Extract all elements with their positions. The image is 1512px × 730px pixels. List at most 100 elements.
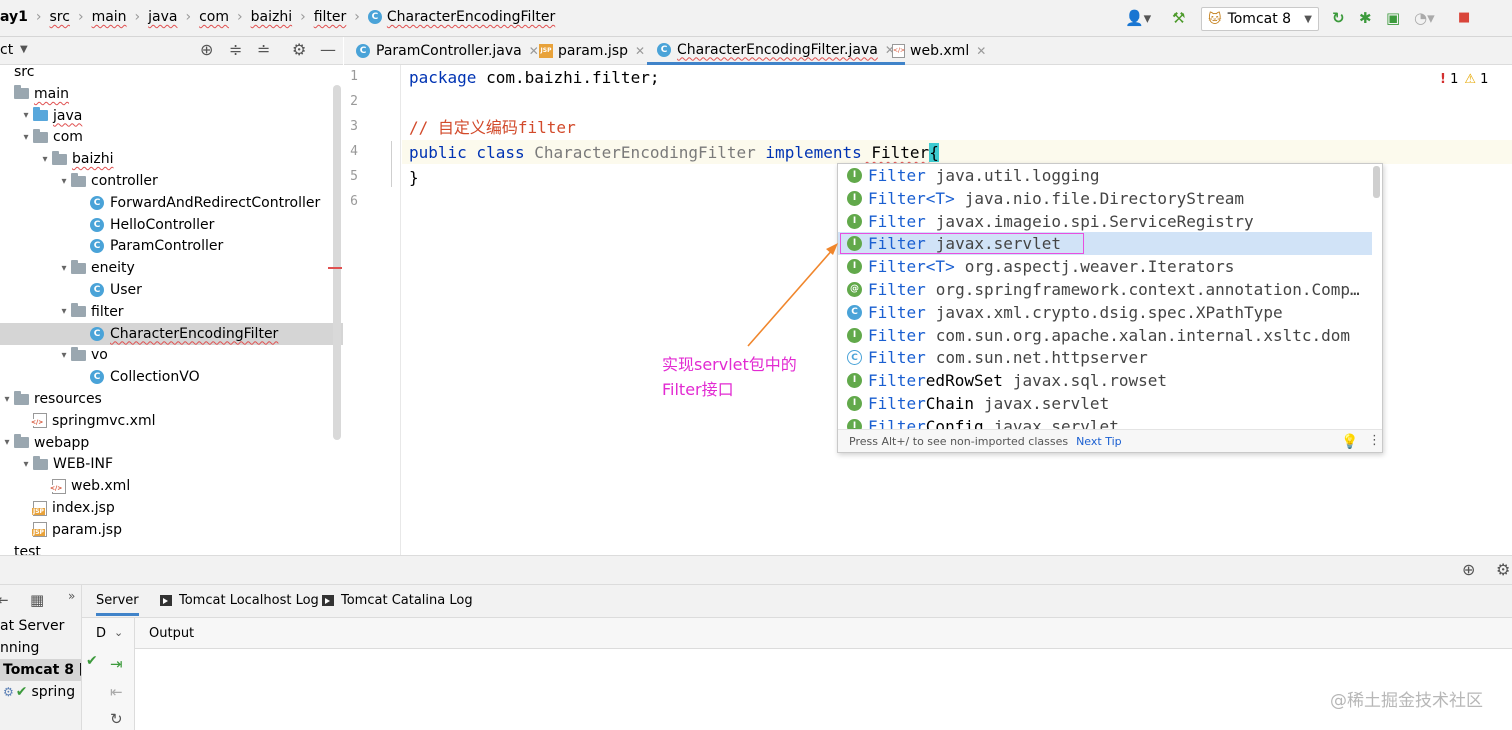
breadcrumb-filter[interactable]: filter xyxy=(313,9,347,25)
lightbulb-icon[interactable]: 💡 xyxy=(1341,434,1359,450)
collapse-icon[interactable]: ⇤ xyxy=(0,591,9,609)
group-by-icon[interactable]: ▦ xyxy=(30,591,45,609)
tab-server[interactable]: Server xyxy=(96,593,139,616)
refresh-icon[interactable]: ↻ xyxy=(110,710,123,728)
tree-item[interactable]: param.jsp xyxy=(0,519,330,541)
breadcrumb-class[interactable]: CharacterEncodingFilter xyxy=(386,9,556,25)
tree-item[interactable]: ▾WEB-INF xyxy=(0,453,330,475)
tree-item[interactable]: test xyxy=(0,541,330,555)
locate-icon[interactable]: ⊕ xyxy=(200,40,214,59)
tree-item[interactable]: ▾eneity xyxy=(0,257,330,279)
close-icon[interactable]: ✕ xyxy=(634,44,646,58)
undeploy-icon[interactable]: ⇤ xyxy=(110,683,123,701)
close-icon[interactable]: ✕ xyxy=(976,44,987,58)
run-configuration-selector[interactable]: 🐱 Tomcat 8 ▼ xyxy=(1201,7,1319,31)
chevron-down-icon[interactable]: ⌄ xyxy=(114,626,124,639)
locate-icon[interactable]: ⊕ xyxy=(1462,560,1476,579)
breadcrumb-java[interactable]: java xyxy=(148,9,178,25)
chevron-down-icon[interactable]: ▾ xyxy=(23,131,29,143)
close-icon[interactable]: ✕ xyxy=(528,44,539,58)
chevron-down-icon[interactable]: ▾ xyxy=(61,349,67,361)
services-item-server[interactable]: at Server xyxy=(0,615,64,637)
tab-tomcat-catalina-log[interactable]: Tomcat Catalina Log xyxy=(322,593,473,608)
breadcrumb-com[interactable]: com xyxy=(199,9,230,25)
tab-character-encoding-filter[interactable]: C CharacterEncodingFilter.java ✕ xyxy=(647,37,905,65)
breadcrumb-project[interactable]: ay1 xyxy=(0,9,28,25)
build-hammer-icon[interactable]: ⚒ xyxy=(1172,9,1186,27)
expand-all-icon[interactable]: ≑ xyxy=(229,40,243,59)
tab-web-xml[interactable]: </> web.xml ✕ xyxy=(892,37,986,65)
next-tip-link[interactable]: Next Tip xyxy=(1076,435,1122,448)
project-scrollbar[interactable] xyxy=(333,85,341,440)
stop-icon[interactable]: ■ xyxy=(1458,10,1471,25)
tree-item[interactable]: ▾resources xyxy=(0,388,330,410)
tree-item[interactable]: ▾com xyxy=(0,126,330,148)
more-options-icon[interactable]: ⋮ xyxy=(1368,433,1381,448)
chevron-down-icon[interactable]: ▾ xyxy=(4,393,10,405)
chevron-down-icon[interactable]: ▾ xyxy=(23,458,29,470)
chevron-down-icon[interactable]: ▾ xyxy=(61,306,67,318)
chevron-down-icon[interactable]: ▾ xyxy=(61,262,67,274)
chevron-down-icon[interactable]: ▾ xyxy=(4,437,10,449)
tree-item[interactable]: ▾filter xyxy=(0,301,330,323)
tree-item[interactable]: index.jsp xyxy=(0,497,330,519)
tree-item[interactable]: ▾java xyxy=(0,105,330,127)
more-icon[interactable]: » xyxy=(68,589,76,603)
services-item-tomcat[interactable]: Tomcat 8 [lo xyxy=(0,659,81,681)
breadcrumb-src[interactable]: src xyxy=(49,9,70,25)
profile-icon[interactable]: ◔▾ xyxy=(1414,9,1435,27)
tree-item[interactable]: ▾vo xyxy=(0,344,330,366)
close-icon[interactable]: ✕ xyxy=(884,42,895,57)
tab-tomcat-localhost-log[interactable]: Tomcat Localhost Log xyxy=(160,593,319,608)
project-panel-title[interactable]: ct xyxy=(0,42,14,58)
services-item-running[interactable]: nning xyxy=(0,637,39,659)
services-item-spring[interactable]: ⚙ ✔ spring xyxy=(3,681,75,703)
tree-item[interactable]: springmvc.xml xyxy=(0,410,330,432)
tree-item[interactable]: ▾webapp xyxy=(0,432,330,454)
tree-item[interactable]: main xyxy=(0,83,330,105)
breadcrumb-baizhi[interactable]: baizhi xyxy=(250,9,293,25)
user-icon[interactable]: 👤▾ xyxy=(1125,9,1152,27)
gear-icon[interactable]: ⚙ xyxy=(292,40,307,59)
hide-panel-icon[interactable]: — xyxy=(320,40,336,59)
chevron-down-icon[interactable]: ▾ xyxy=(61,175,67,187)
tree-item[interactable]: ▾controller xyxy=(0,170,330,192)
xml-file-icon xyxy=(31,413,47,429)
gear-icon[interactable]: ⚙ xyxy=(1496,560,1511,579)
chevron-down-icon[interactable]: ▼ xyxy=(20,44,28,55)
rerun-icon[interactable]: ↻ xyxy=(1332,9,1345,27)
completion-scrollbar[interactable] xyxy=(1373,166,1380,198)
tab-param-jsp[interactable]: JSP param.jsp ✕ xyxy=(539,37,645,65)
tree-item-label: springmvc.xml xyxy=(52,412,156,429)
tree-item[interactable]: web.xml xyxy=(0,475,330,497)
coverage-icon[interactable]: ▣ xyxy=(1386,9,1401,27)
output-console[interactable] xyxy=(135,649,1512,730)
debug-icon[interactable]: ✱ xyxy=(1359,9,1372,27)
tab-param-controller[interactable]: C ParamController.java ✕ xyxy=(356,37,539,65)
deploy-icon[interactable]: ⇥ xyxy=(110,655,123,673)
breadcrumb-main[interactable]: main xyxy=(91,9,127,25)
tree-item[interactable]: src xyxy=(0,65,330,83)
inspection-widget[interactable]: ! 1 ⚠ 1 xyxy=(1440,72,1488,87)
collapse-all-icon[interactable]: ≐ xyxy=(257,40,271,59)
chevron-down-icon[interactable]: ▾ xyxy=(23,110,29,122)
chevron-down-icon[interactable]: ▾ xyxy=(42,153,48,165)
tree-item[interactable]: ▾baizhi xyxy=(0,148,330,170)
